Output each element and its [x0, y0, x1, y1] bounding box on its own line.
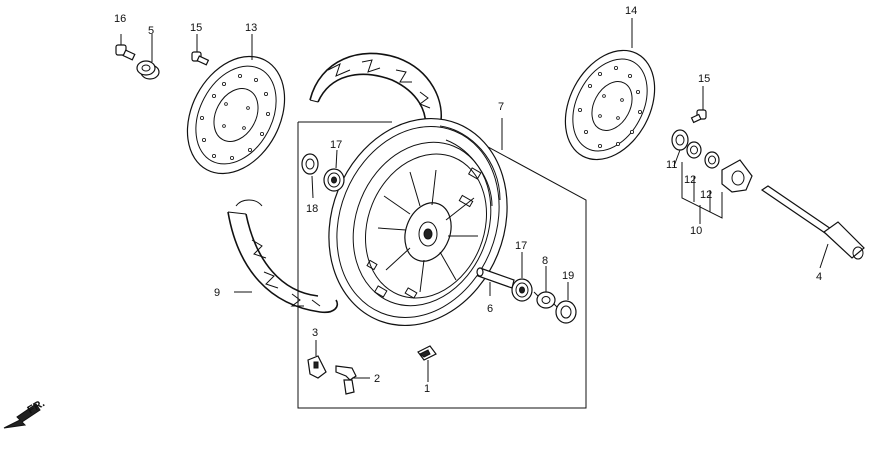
label-15-right: 15	[698, 73, 710, 85]
front-direction-label: FR.	[26, 397, 47, 416]
bearing-retainer	[533, 291, 559, 309]
arrow-down-left-icon	[3, 403, 41, 429]
side-collar-11	[671, 129, 689, 151]
label-6: 6	[487, 303, 493, 315]
collar	[136, 34, 160, 80]
flange-bolt	[115, 34, 136, 61]
label-7: 7	[498, 101, 504, 113]
set-bracket-10	[681, 162, 723, 224]
label-8: 8	[542, 255, 548, 267]
dust-seal-18	[301, 153, 319, 175]
label-19: 19	[562, 270, 574, 282]
tire-upper-half	[309, 52, 442, 131]
bearing-17-left	[323, 168, 345, 192]
brake-disc-right	[564, 49, 656, 161]
brake-disc-left	[186, 55, 286, 175]
speedometer-gearbox	[721, 159, 753, 193]
part-labels: 16 5 15 13 14 15 7 17 18 11 12 12 10 4 1…	[114, 5, 822, 395]
label-12-a: 12	[684, 174, 696, 186]
disc-bolt-left	[191, 34, 210, 66]
label-12-b: 12	[700, 189, 712, 201]
bearing-17-right	[511, 278, 533, 302]
label-13: 13	[245, 22, 257, 34]
wheel-assembly-bracket	[297, 118, 587, 409]
front-direction-indicator: FR.	[3, 397, 47, 429]
oil-seal-12-b	[704, 151, 720, 169]
balance-weight	[417, 345, 437, 361]
front-axle	[760, 185, 865, 260]
label-1: 1	[424, 383, 430, 395]
distance-collar	[476, 267, 515, 289]
clip	[307, 355, 327, 379]
disc-bolt-right	[690, 86, 707, 124]
label-9: 9	[214, 287, 220, 299]
label-16: 16	[114, 13, 126, 25]
label-2: 2	[374, 373, 380, 385]
leader-lines	[234, 18, 829, 382]
label-3: 3	[312, 327, 318, 339]
oil-seal-12-a	[686, 141, 702, 159]
label-10: 10	[690, 225, 702, 237]
label-17-left: 17	[330, 139, 342, 151]
tire-lower-half	[227, 199, 339, 314]
label-17-right: 17	[515, 240, 527, 252]
label-15-left: 15	[190, 22, 202, 34]
tire-valve	[335, 365, 357, 395]
dust-seal-19	[555, 300, 577, 324]
label-4: 4	[816, 271, 822, 283]
label-18: 18	[306, 203, 318, 215]
wheel-rim	[328, 117, 508, 327]
label-14: 14	[625, 5, 637, 17]
label-11: 11	[666, 159, 677, 171]
label-5: 5	[148, 25, 154, 37]
